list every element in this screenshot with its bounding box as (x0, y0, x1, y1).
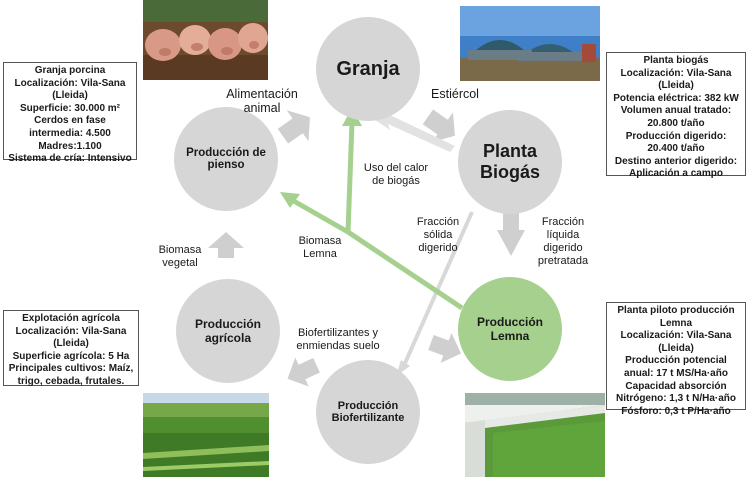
node-produccion-agricola: Producción agrícola (176, 279, 280, 383)
arrow-biomasa-vegetal (208, 232, 244, 258)
label-fraccion-liquida: Fracción líquida digerido pretratada (537, 216, 589, 267)
info-planta-biogas: Planta biogás Localización: Vila-Sana (L… (606, 52, 746, 179)
node-produccion-lemna: Producción Lemna (458, 277, 562, 381)
arrow-uso-calor (375, 108, 455, 152)
lemna-pond-photo (465, 393, 605, 477)
label-biomasa-vegetal: Biomasa vegetal (158, 244, 202, 269)
info-explotacion-agricola: Explotación agrícola Localización: Vila-… (3, 310, 139, 387)
info-granja-porcina: Granja porcina Localización: Vila-Sana (… (3, 62, 137, 164)
pigs-photo (143, 0, 268, 80)
arrow-estiercol (422, 109, 455, 142)
node-planta-biogas: Planta Biogás (458, 110, 562, 214)
label-biomasa-lemna: Biomasa Lemna (298, 235, 342, 260)
label-uso-calor: Uso del calor de biogás (363, 162, 429, 187)
arrow-fraccion-liquida (503, 212, 519, 230)
arrow-alimentacion (277, 110, 310, 144)
arrow-biofert-agricola (287, 357, 320, 387)
arrow-biomasa-lemna (346, 229, 464, 311)
corn-field-photo (143, 393, 269, 477)
node-granja: Granja (316, 17, 420, 121)
node-produccion-biofertilizante: Producción Biofertilizante (316, 360, 420, 464)
info-planta-piloto-lemna: Planta piloto producción Lemna Localizac… (606, 302, 746, 417)
label-fraccion-solida: Fracción sólida digerido (416, 216, 460, 254)
biogas-plant-photo (460, 6, 600, 81)
node-produccion-pienso: Producción de pienso (174, 107, 278, 211)
label-alimentacion-animal: Alimentación animal (226, 87, 298, 115)
label-estiercol: Estiércol (431, 87, 479, 101)
arrow-lemna-biofert (428, 332, 462, 364)
label-biofertilizantes: Biofertilizantes y enmiendas suelo (296, 327, 380, 352)
